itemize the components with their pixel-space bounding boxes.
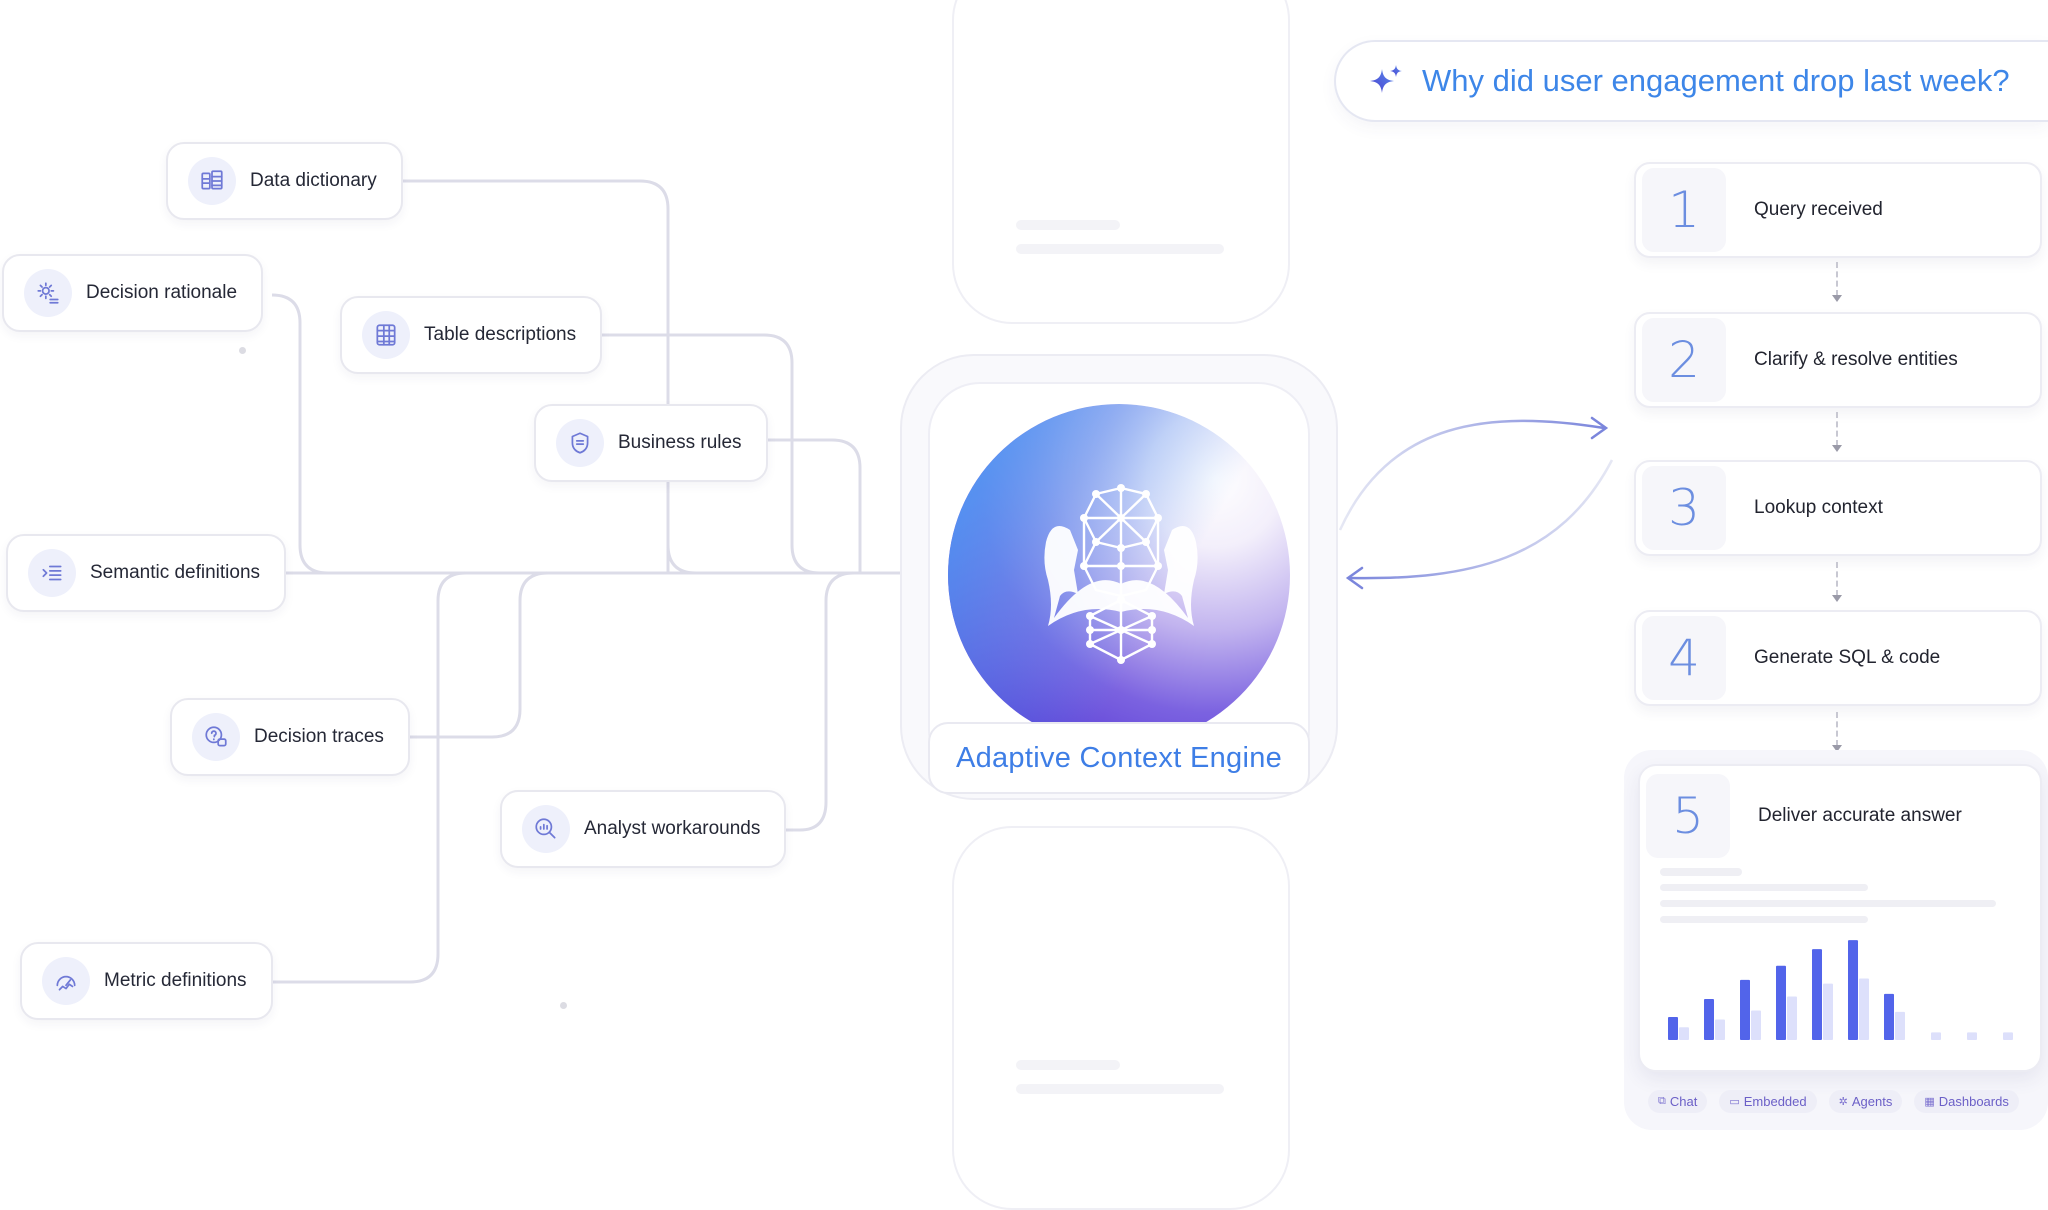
- list-arrow-icon: [28, 549, 76, 597]
- sparkle-icon: [1370, 65, 1402, 93]
- dashboard-icon: ▦: [1924, 1096, 1935, 1108]
- chat-icon: ⧉: [1658, 1095, 1666, 1107]
- channel-dashboards[interactable]: ▦Dashboards: [1914, 1090, 2019, 1113]
- source-label: Metric definitions: [104, 970, 247, 991]
- ghost-line: [1016, 1060, 1120, 1070]
- ghost-line: [1016, 1084, 1224, 1094]
- chart-bar-secondary: [1967, 1032, 1977, 1040]
- channel-label: Chat: [1669, 1094, 1698, 1109]
- source-decision-rationale[interactable]: Decision rationale: [2, 254, 264, 332]
- chart-bar-secondary: [1715, 1019, 1725, 1040]
- source-data-dictionary[interactable]: Data dictionary: [166, 142, 403, 220]
- step-label: Lookup context: [1754, 497, 1883, 518]
- source-business-rules[interactable]: Business rules: [534, 404, 768, 482]
- channel-label: Agents: [1851, 1094, 1893, 1109]
- answer-skeleton-line: [1660, 900, 1996, 907]
- ghost-line: [1016, 220, 1120, 230]
- step-number: 4: [1642, 616, 1726, 700]
- table-stack-icon: [188, 157, 236, 205]
- chart-bar-secondary: [1895, 1011, 1905, 1040]
- chart-bar-primary: [1740, 979, 1750, 1040]
- decorative-dot: [239, 347, 246, 354]
- step-connector: [1832, 262, 1842, 302]
- source-metric-definitions[interactable]: Metric definitions: [20, 942, 273, 1020]
- magnify-chart-icon: [522, 805, 570, 853]
- query-bubble[interactable]: Why did user engagement drop last week?: [1334, 40, 2048, 122]
- step-card-4: 4 Generate SQL & code: [1634, 610, 2042, 706]
- gear-list-icon: [24, 269, 72, 317]
- source-label: Decision rationale: [86, 282, 238, 303]
- answer-skeleton-line: [1660, 868, 1742, 876]
- step-connector: [1832, 562, 1842, 602]
- answer-skeleton-line: [1660, 916, 1868, 923]
- chart-bar-secondary: [1931, 1032, 1941, 1040]
- ghost-card-bottom: [952, 826, 1290, 1210]
- chart-bar-primary: [1668, 1016, 1678, 1040]
- chart-bar-primary: [1884, 993, 1894, 1040]
- shield-doc-icon: [556, 419, 604, 467]
- query-text: Why did user engagement drop last week?: [1422, 63, 2010, 98]
- chart-bar-secondary: [2003, 1032, 2013, 1040]
- answer-bar-chart: [1668, 940, 2013, 1040]
- step-number: 3: [1642, 466, 1726, 550]
- ghost-line: [1016, 244, 1224, 254]
- step-card-1: 1 Query received: [1634, 162, 2042, 258]
- agent-icon: ✲: [1838, 1096, 1848, 1108]
- channel-chat[interactable]: ⧉Chat: [1648, 1090, 1708, 1113]
- channel-list: ⧉Chat ▭Embedded ✲Agents ▦Dashboards: [1648, 1090, 2019, 1113]
- embed-icon: ▭: [1729, 1096, 1740, 1108]
- step-connector: [1832, 712, 1842, 752]
- step-card-2: 2 Clarify & resolve entities: [1634, 312, 2042, 408]
- source-label: Business rules: [618, 432, 742, 453]
- table-grid-icon: [362, 311, 410, 359]
- step-label: Deliver accurate answer: [1758, 805, 1962, 826]
- step-label: Query received: [1754, 199, 1883, 220]
- step-connector: [1832, 412, 1842, 452]
- gauge-icon: [42, 957, 90, 1005]
- chart-bar-primary: [1812, 949, 1822, 1040]
- step-number: 5: [1646, 774, 1730, 858]
- chart-bar-secondary: [1787, 996, 1797, 1040]
- step-number: 1: [1642, 168, 1726, 252]
- chart-bar-secondary: [1859, 978, 1869, 1040]
- source-label: Data dictionary: [250, 170, 377, 191]
- step-card-3: 3 Lookup context: [1634, 460, 2042, 556]
- source-label: Table descriptions: [424, 324, 577, 345]
- engine-logo-icon: [1044, 484, 1198, 664]
- source-label: Decision traces: [254, 726, 384, 747]
- engine-orb: [948, 404, 1290, 746]
- step-number: 2: [1642, 318, 1726, 402]
- source-semantic-definitions[interactable]: Semantic definitions: [6, 534, 287, 612]
- channel-embedded[interactable]: ▭Embedded: [1719, 1090, 1817, 1113]
- engine-label: Adaptive Context Engine: [928, 722, 1310, 794]
- answer-skeleton-line: [1660, 884, 1868, 891]
- source-analyst-workarounds[interactable]: Analyst workarounds: [500, 790, 787, 868]
- decorative-dot: [560, 1002, 567, 1009]
- chart-bar-secondary: [1679, 1027, 1689, 1040]
- source-label: Analyst workarounds: [584, 818, 761, 839]
- source-table-descriptions[interactable]: Table descriptions: [340, 296, 603, 374]
- chart-bar-secondary: [1823, 983, 1833, 1040]
- channel-label: Embedded: [1743, 1094, 1807, 1109]
- channel-agents[interactable]: ✲Agents: [1828, 1090, 1903, 1113]
- chart-bar-primary: [1704, 999, 1714, 1040]
- source-label: Semantic definitions: [90, 562, 261, 583]
- step-label: Generate SQL & code: [1754, 647, 1941, 668]
- answer-header: 5 Deliver accurate answer: [1640, 774, 1962, 858]
- step-label: Clarify & resolve entities: [1754, 349, 1958, 370]
- chart-bar-primary: [1776, 965, 1786, 1040]
- channel-label: Dashboards: [1938, 1094, 2009, 1109]
- source-decision-traces[interactable]: Decision traces: [170, 698, 410, 776]
- chart-bar-primary: [1848, 940, 1858, 1040]
- ghost-card-top: [952, 0, 1290, 324]
- question-chat-icon: [192, 713, 240, 761]
- chart-bar-secondary: [1751, 1010, 1761, 1040]
